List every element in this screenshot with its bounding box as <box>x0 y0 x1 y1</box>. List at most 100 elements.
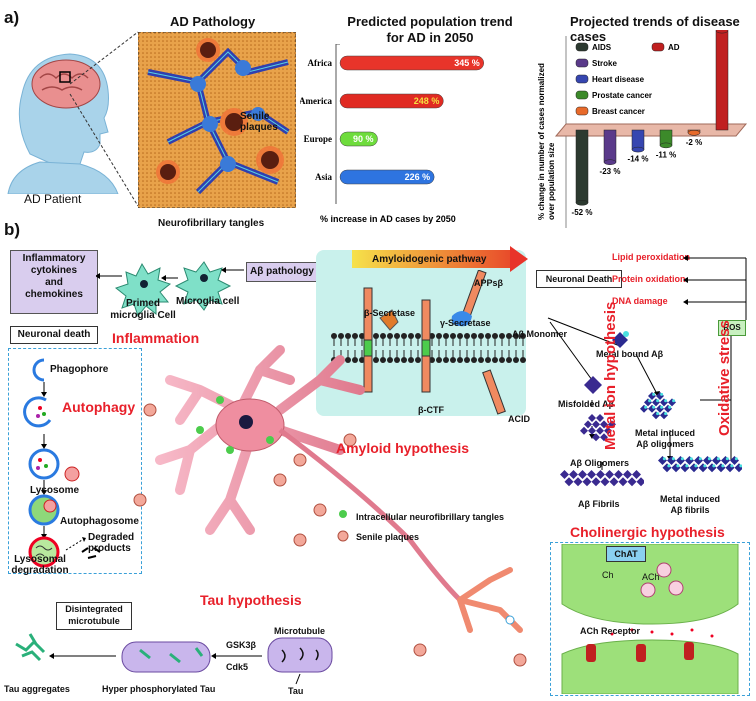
chart2-value-label: -11 % <box>656 150 676 159</box>
chart1-category-label: Europe <box>304 134 332 144</box>
cholinergic-panel <box>550 542 750 696</box>
chart2-legend-label: AIDS <box>592 43 612 52</box>
ab-oligomers-label: Aβ Oligomers <box>570 458 630 468</box>
misfolded-ab-icon <box>584 376 602 394</box>
pathology-title: AD Pathology <box>170 14 256 29</box>
metal-fibrils-label: Metal induced Aβ fibrils <box>659 494 720 515</box>
zoom-lines <box>69 31 139 207</box>
microglia-illustration <box>96 261 244 318</box>
chart2-value-label: -14 % <box>628 155 649 164</box>
chart2-legend-swatch <box>575 106 589 116</box>
tau-aggregates-label: Tau aggregates <box>4 684 70 694</box>
chart1-value-label: 90 % <box>353 134 374 144</box>
lysosome-label: Lysosome <box>30 485 80 496</box>
pathology-image <box>138 32 296 208</box>
chart1-xlabel: % increase in AD cases by 2050 <box>320 214 456 224</box>
synapse-illustration <box>561 544 739 694</box>
ach-label: ACh <box>642 572 660 582</box>
chart1-category-label: Asia <box>315 172 333 182</box>
chart2-ylabel: % change in number of cases normalizedov… <box>537 63 556 220</box>
primed-microglia-label: Primed microglia Cell <box>110 298 176 321</box>
neuronal-death-box: Neuronal death <box>10 326 98 344</box>
chart1-value-label: 345 % <box>454 58 480 68</box>
microtubule-label: Microtubule <box>274 626 325 636</box>
chart2-legend-swatch <box>575 58 589 68</box>
patient-label: AD Patient <box>24 192 82 206</box>
ab-monomer-label: Aβ Monomer <box>512 329 567 339</box>
chart2-title: Projected trends of disease cases <box>570 14 740 44</box>
amyloidogenic-arrow <box>352 250 512 268</box>
ach-receptor-label: ACh Receptor <box>580 626 641 636</box>
metal-oligomers-label: Metal induced Aβ oligomers <box>634 428 695 449</box>
lipid-perox-label: Lipid peroxidation <box>612 252 690 262</box>
ab-fibrils-label: Aβ Fibrils <box>578 499 620 509</box>
ab-fibrils-icon <box>560 470 644 487</box>
tau-label: Tau <box>288 686 304 696</box>
autophagy-panel <box>8 348 142 574</box>
chart2-legend-swatch <box>651 42 665 52</box>
abeta-pathology-box: Aβ pathology <box>246 262 318 282</box>
cascade-arrows <box>547 255 747 470</box>
autophagosome-label: Autophagosome <box>60 516 139 527</box>
autophagy-illustration <box>23 358 101 568</box>
chart2-legend-swatch <box>575 74 589 84</box>
amyloidogenic-arrowhead <box>510 246 528 272</box>
inflammation-title: Inflammation <box>112 330 200 346</box>
chart2-plot: % change in number of cases normalizedov… <box>537 30 748 228</box>
chart1-title: Predicted population trend for AD in 205… <box>347 14 513 45</box>
chart2-legend-swatch <box>575 90 589 100</box>
beta-ctf-label: β-CTF <box>418 405 444 415</box>
cholinergic-title: Cholinergic hypothesis <box>570 524 725 540</box>
chart1-category-label: Africa <box>308 58 333 68</box>
metal-bound-ab-icon <box>612 331 629 348</box>
chart2-value-label: -52 % <box>572 208 593 217</box>
neuronal-death-box-2: Neuronal Death <box>536 270 622 288</box>
chart1-bar <box>339 55 484 71</box>
dna-damage-label: DNA damage <box>612 296 668 306</box>
plaques-label: Senile plaques <box>240 111 278 133</box>
metal-oligomer-icon <box>640 392 676 420</box>
chart2-legend-label: Heart disease <box>592 75 645 84</box>
degraded-products-label: Degraded products <box>88 532 135 554</box>
tau-illustration <box>15 633 333 685</box>
appsb-label: APPsβ <box>474 278 504 288</box>
inflammatory-cytokines-box: Inflammatory cytokines and chemokines <box>10 250 98 314</box>
chart2-legend-label: Stroke <box>592 59 617 68</box>
chart2-bar <box>575 129 589 204</box>
chart2-value-label: -2 % <box>686 138 702 147</box>
ch-label: Ch <box>602 570 614 580</box>
cdk-label: Cdk5 <box>226 662 249 672</box>
amyloidogenic-label: Amyloidogenic pathway <box>372 254 487 265</box>
chart1-bar <box>339 131 378 147</box>
chart2-bar <box>603 129 617 163</box>
legend-icons <box>337 510 349 542</box>
metal-hypothesis-title: Metal ion hypothesis <box>602 301 619 450</box>
patient-head-illustration <box>7 53 119 194</box>
beta-secretase-label: β-Secretase <box>364 308 416 318</box>
chart1-bar <box>339 93 444 109</box>
acid-label: ACID <box>508 414 530 424</box>
phagophore-label: Phagophore <box>50 364 109 375</box>
chart1-bar <box>339 169 435 185</box>
chart2-legend-swatch <box>575 42 589 52</box>
misfolded-label: Misfolded Aβ <box>558 399 615 409</box>
gsk-label: GSK3β <box>226 640 257 650</box>
tau-hypothesis-title: Tau hypothesis <box>200 592 302 608</box>
ros-box: ROS <box>718 320 746 336</box>
gamma-secretase-label: γ-Secretase <box>440 318 491 328</box>
ab-oligomer-icon <box>580 414 616 442</box>
metal-bound-label: Metal bound Aβ <box>596 349 664 359</box>
amyloid-hypothesis-title: Amyloid hypothesis <box>336 440 470 456</box>
lysosomal-degradation-label: Lysosomal degradation <box>11 554 69 576</box>
protein-ox-label: Protein oxidation <box>612 274 686 284</box>
chart2-legend-label: AD <box>668 43 680 52</box>
neuron-illustration <box>133 345 527 667</box>
legend-tangles: Intracellular neurofibrillary tangles <box>356 512 505 522</box>
panel-b-label: b) <box>4 220 21 239</box>
chat-box: ChAT <box>606 546 646 562</box>
chart2-legend-label: Breast cancer <box>592 107 645 116</box>
legend-plaques: Senile plaques <box>356 532 420 542</box>
chart2-bar <box>631 129 645 150</box>
autophagy-title: Autophagy <box>62 399 136 415</box>
